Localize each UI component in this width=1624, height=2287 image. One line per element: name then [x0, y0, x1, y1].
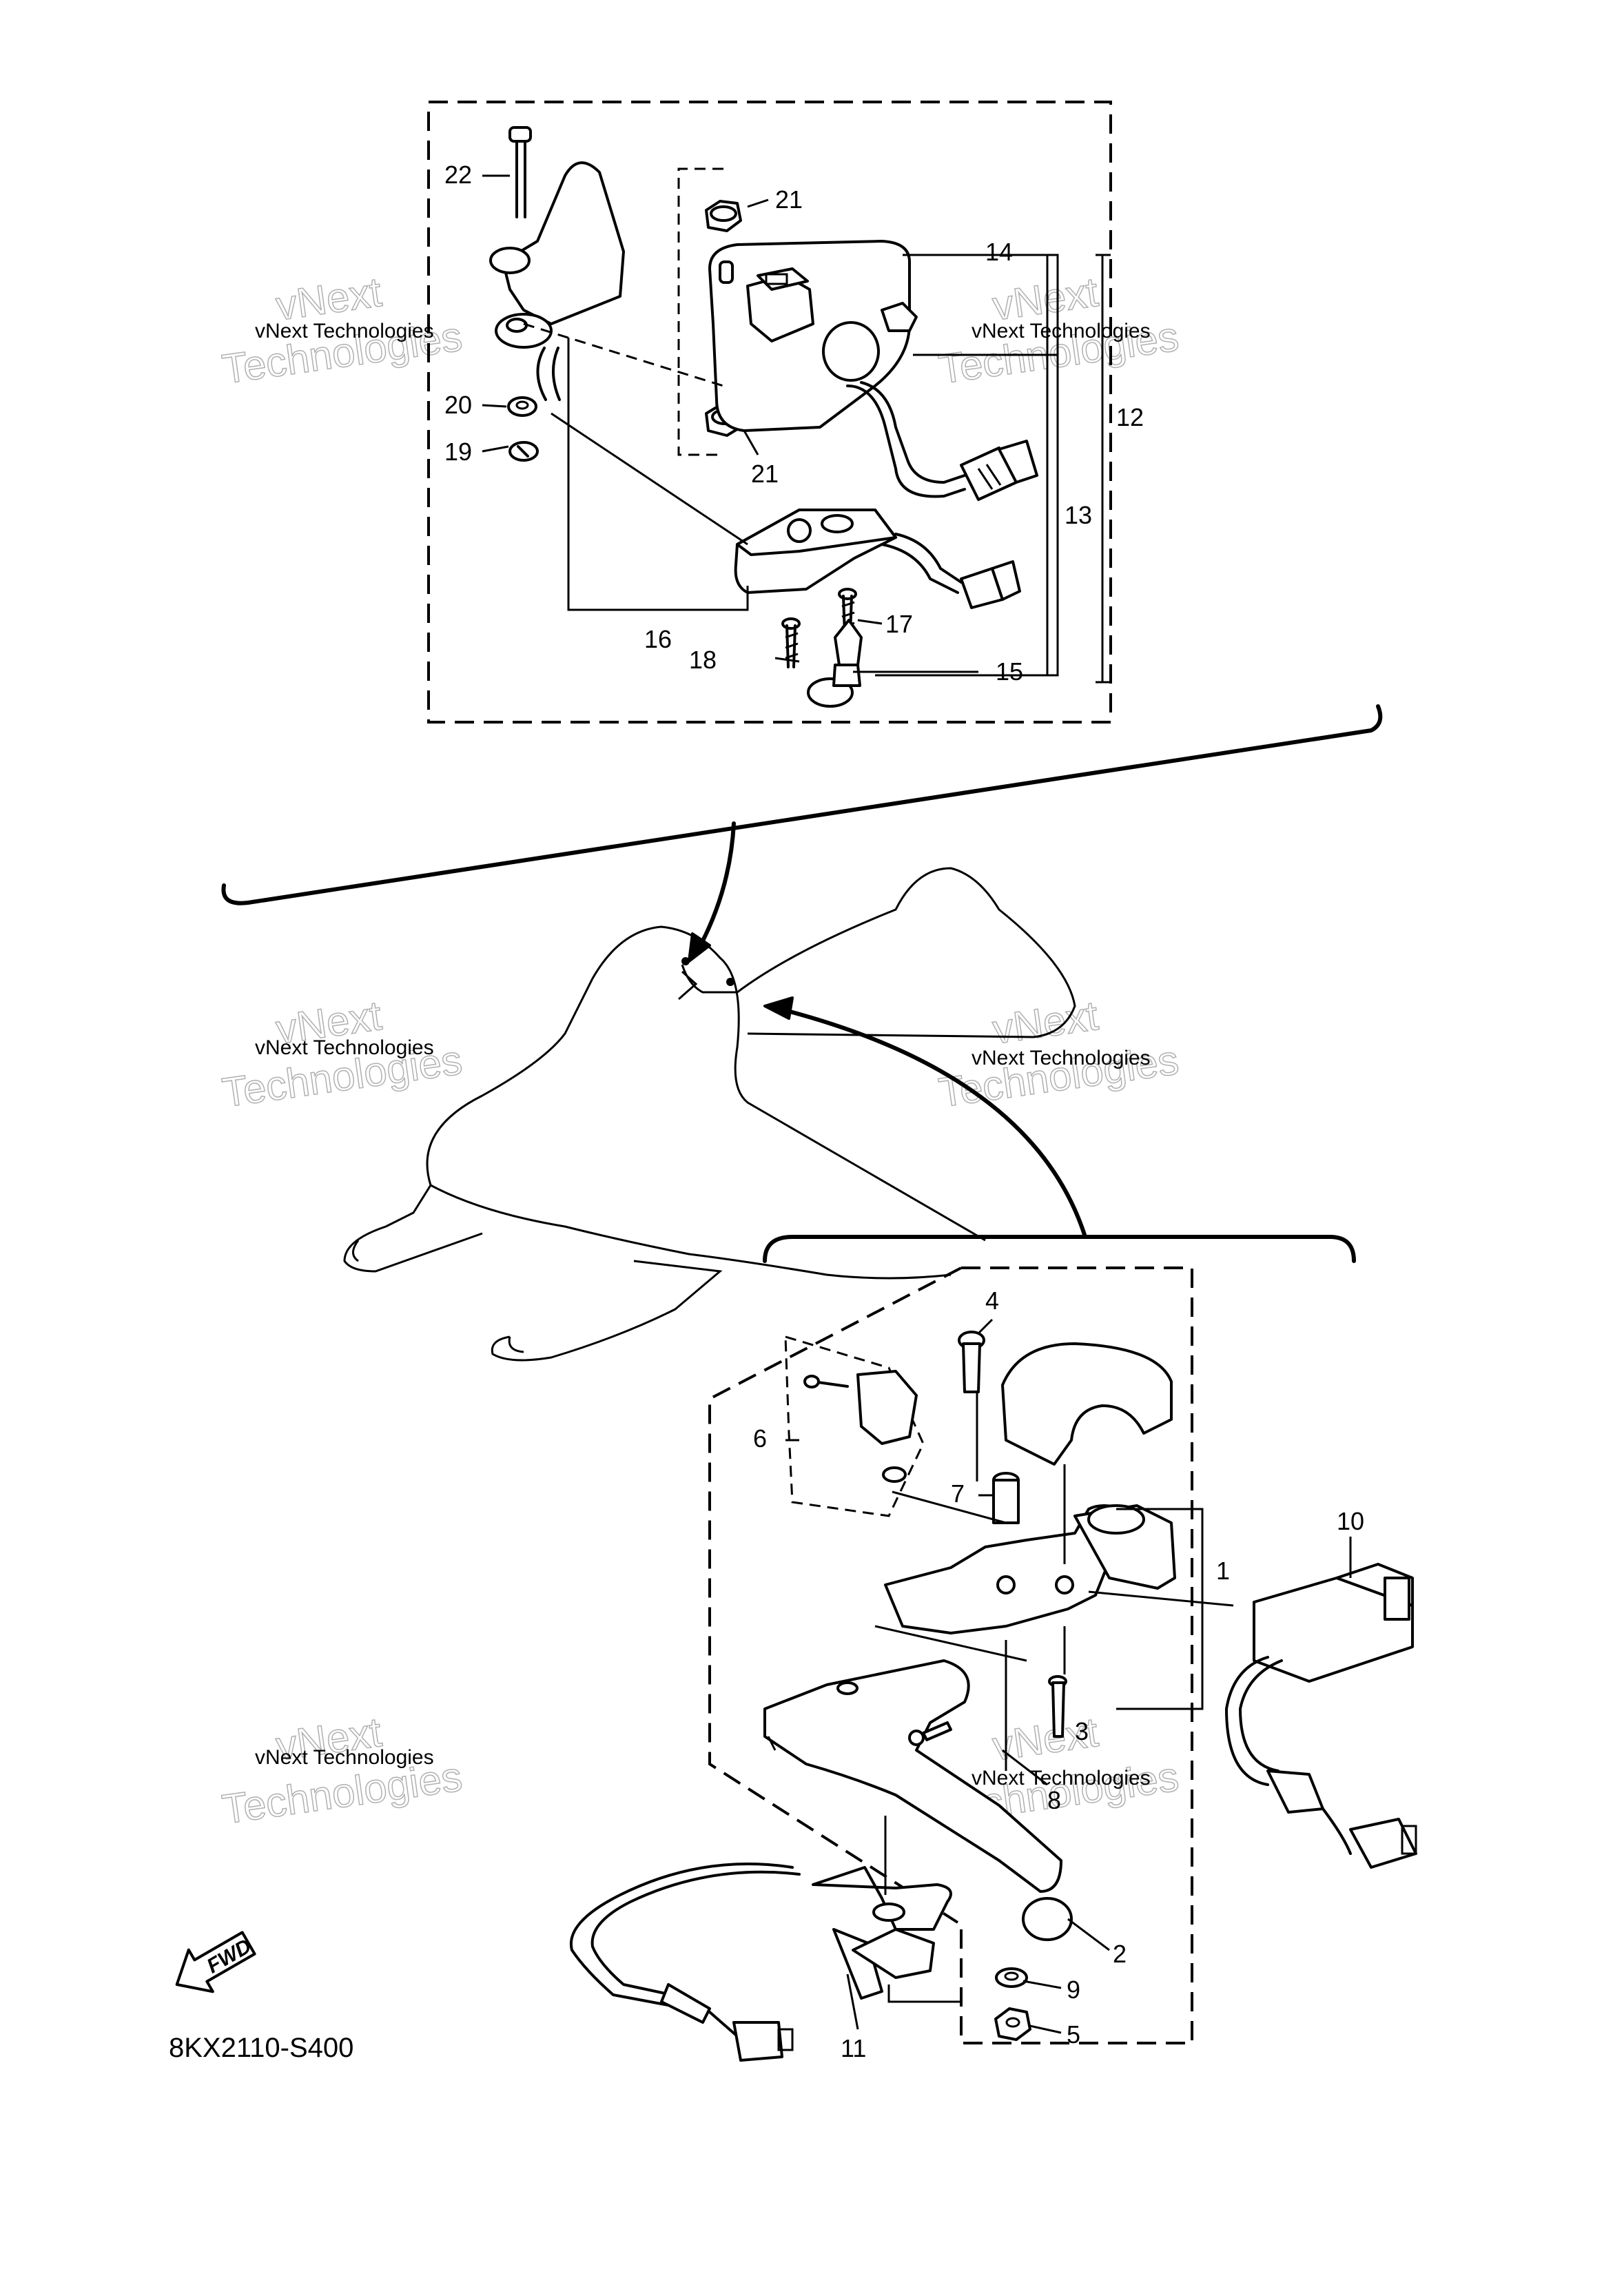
watermark-text: vNext Technologies: [972, 1047, 1151, 1069]
sub-assembly-6-frame: [784, 1335, 925, 1517]
base-cable: [881, 533, 1021, 609]
callout-21: 21: [775, 185, 803, 214]
part-10-switch-box: [1225, 1563, 1417, 1869]
zoom-brace-top: [221, 704, 1383, 905]
watermark-text: vNext Technologies: [255, 320, 434, 342]
callout-4: 4: [985, 1286, 999, 1315]
callout-22: 22: [444, 161, 472, 189]
housing-cable: [846, 381, 1038, 501]
callout-14: 14: [985, 238, 1013, 266]
arrowhead-top: [688, 932, 711, 963]
watermark-big-top: vNext: [990, 992, 1102, 1053]
bottom-assembly-frame-left: [708, 1266, 962, 1924]
screw-15: [807, 619, 863, 708]
watermark-text: vNext Technologies: [255, 1746, 434, 1769]
mounting-bracket: [489, 161, 625, 401]
fwd-arrow-icon: FWD: [175, 1931, 256, 1993]
arrow-top: [697, 821, 736, 950]
callout-7: 7: [951, 1479, 965, 1508]
callout-13: 13: [1065, 501, 1092, 529]
watermark-text: vNext Technologies: [972, 320, 1151, 342]
top-assembly-frame: [427, 101, 1112, 724]
bottom-assembly-frame-right: [960, 1266, 1193, 2044]
callout-17: 17: [885, 610, 913, 638]
part-6-knob: [803, 1370, 918, 1483]
part-3-bolt: [1048, 1675, 1067, 1738]
callout-1: 1: [1216, 1557, 1230, 1585]
lock-washer-19: [508, 441, 539, 462]
switch-housing-14: [708, 240, 918, 432]
arrow-bottom: [780, 1007, 1087, 1239]
callout-11: 11: [841, 2034, 866, 2062]
bolt-dashed-bracket: [677, 167, 723, 456]
bracket-1: [1116, 1508, 1204, 1710]
bottom-assembly: 4 6 7 1 10 3 8 2 9 5 11: [569, 1266, 1417, 2062]
part-11-switch: [569, 1863, 952, 2062]
part-code: 8KX2110-S400: [169, 2033, 353, 2063]
part-5-nut: [994, 2007, 1031, 2041]
callout-8: 8: [1047, 1786, 1061, 1814]
callout-16: 16: [644, 625, 672, 653]
callout-2: 2: [1113, 1940, 1127, 1968]
watermark-text: vNext Technologies: [255, 1036, 434, 1059]
callout-9: 9: [1067, 1976, 1080, 2004]
callout-12: 12: [1116, 403, 1144, 431]
callout-5: 5: [1067, 2020, 1080, 2049]
watermark-text: vNext Technologies: [972, 1767, 1151, 1789]
callout-19: 19: [444, 438, 472, 466]
zoom-brace-bottom: [763, 1235, 1356, 1263]
part-8-screw: [908, 1721, 952, 1746]
lever-housing: [884, 1504, 1176, 1634]
part-7-collar: [992, 1472, 1020, 1524]
bracket-16: [567, 338, 749, 611]
callout-21-lower: 21: [751, 460, 779, 488]
callout-20: 20: [444, 391, 472, 419]
snowmobile-outline: [343, 867, 1076, 1362]
top-assembly: 22 21 21 14 12 13 20 19 17 16 18 15: [427, 101, 1144, 724]
callout-10: 10: [1337, 1507, 1364, 1535]
washer-20: [507, 396, 537, 417]
callout-15: 15: [996, 657, 1023, 686]
lever-cover: [1001, 1342, 1173, 1466]
callout-18: 18: [689, 646, 717, 674]
switch-base-16: [734, 509, 897, 594]
nut-21-upper: [705, 200, 742, 232]
bolt-22: [508, 126, 532, 218]
callout-3: 3: [1075, 1717, 1089, 1745]
throttle-lever-2: [763, 1659, 1073, 1941]
part-4-bolt: [958, 1331, 985, 1393]
bracket-14-15: [875, 254, 1059, 677]
alignment-line-2: [551, 412, 748, 546]
callout-6: 6: [753, 1424, 767, 1453]
arrowhead-bottom: [763, 996, 794, 1020]
part-9-washer: [995, 1967, 1028, 1988]
